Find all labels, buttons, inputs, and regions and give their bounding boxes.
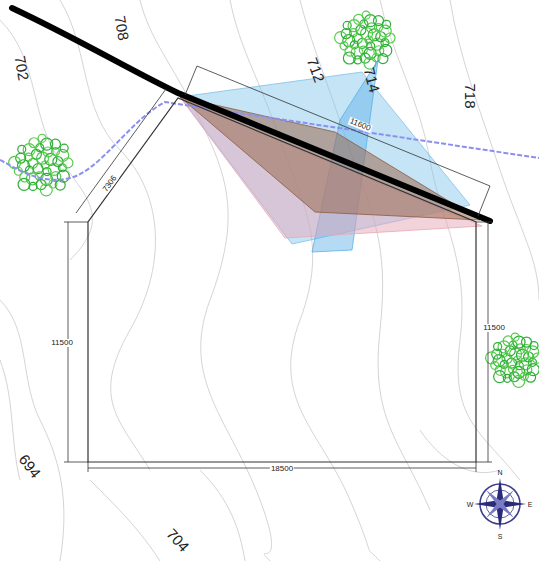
dimension-label: 11500 — [482, 324, 506, 332]
compass-letter: N — [497, 469, 502, 476]
compass-rose — [474, 478, 526, 530]
building-outline — [88, 98, 476, 462]
contour-label: 718 — [463, 83, 478, 108]
contour-label: 708 — [112, 14, 131, 41]
contour-label: 704 — [164, 526, 192, 555]
compass-letter: E — [528, 501, 533, 508]
utility-line — [0, 102, 539, 180]
dimension-label: 18500 — [270, 465, 294, 473]
contour-label: 702 — [12, 54, 31, 81]
dimension-lines — [64, 66, 492, 472]
compass-letter: S — [498, 533, 503, 540]
dimension-label: 11500 — [50, 339, 74, 347]
compass-letter: W — [467, 501, 474, 508]
contour-label: 694 — [16, 452, 43, 481]
road — [12, 8, 490, 221]
